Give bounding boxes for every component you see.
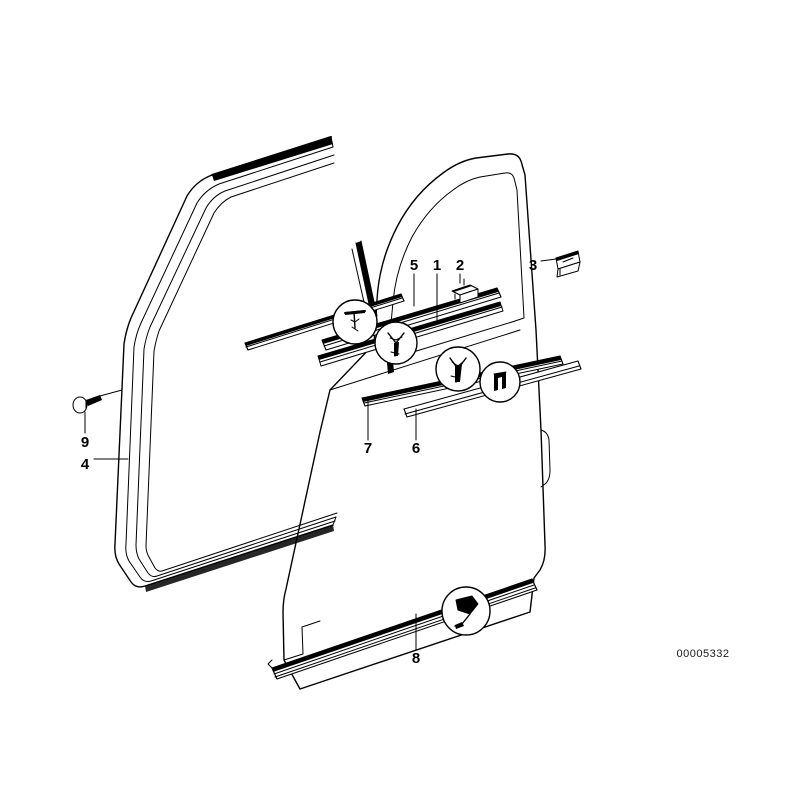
detail-circle-clip-t [332, 299, 378, 345]
callout-number-5: 5 [410, 257, 418, 274]
rocker-sill-molding-part8 [267, 578, 538, 680]
bracket-clip-fastener-icon [493, 371, 507, 391]
leader-3 [540, 258, 557, 262]
callout-number-1: 1 [433, 257, 441, 274]
door-frame-weatherstrip-seal [114, 136, 338, 592]
detail-circle-clip-bracket [479, 361, 521, 403]
callout-leaders [84, 258, 557, 651]
front-door-outer-panel [282, 153, 551, 690]
molding-clip-part2 [451, 278, 479, 304]
callout-number-2: 2 [456, 257, 464, 274]
detail-circle-clip-expanding [435, 346, 481, 392]
callout-number-9: 9 [81, 434, 89, 451]
callout-number-6: 6 [412, 440, 420, 457]
callout-number-7: 7 [364, 440, 372, 457]
t-clip-fastener-icon [344, 310, 366, 332]
callout-number-3: 3 [529, 257, 537, 274]
sealing-plug-part9 [72, 389, 123, 414]
y-clip-fastener-icon [387, 332, 405, 357]
retaining-clip-part3 [555, 250, 581, 278]
callout-number-4: 4 [81, 456, 90, 473]
diagram-id-label: 00005332 [677, 648, 730, 660]
detail-circle-clip-y [374, 321, 418, 365]
callout-number-8: 8 [412, 650, 420, 667]
rocker-molding-clip-icon [454, 595, 479, 629]
expanding-rivet-fastener-icon [449, 357, 467, 383]
detail-circle-clip-rocker [441, 586, 491, 636]
